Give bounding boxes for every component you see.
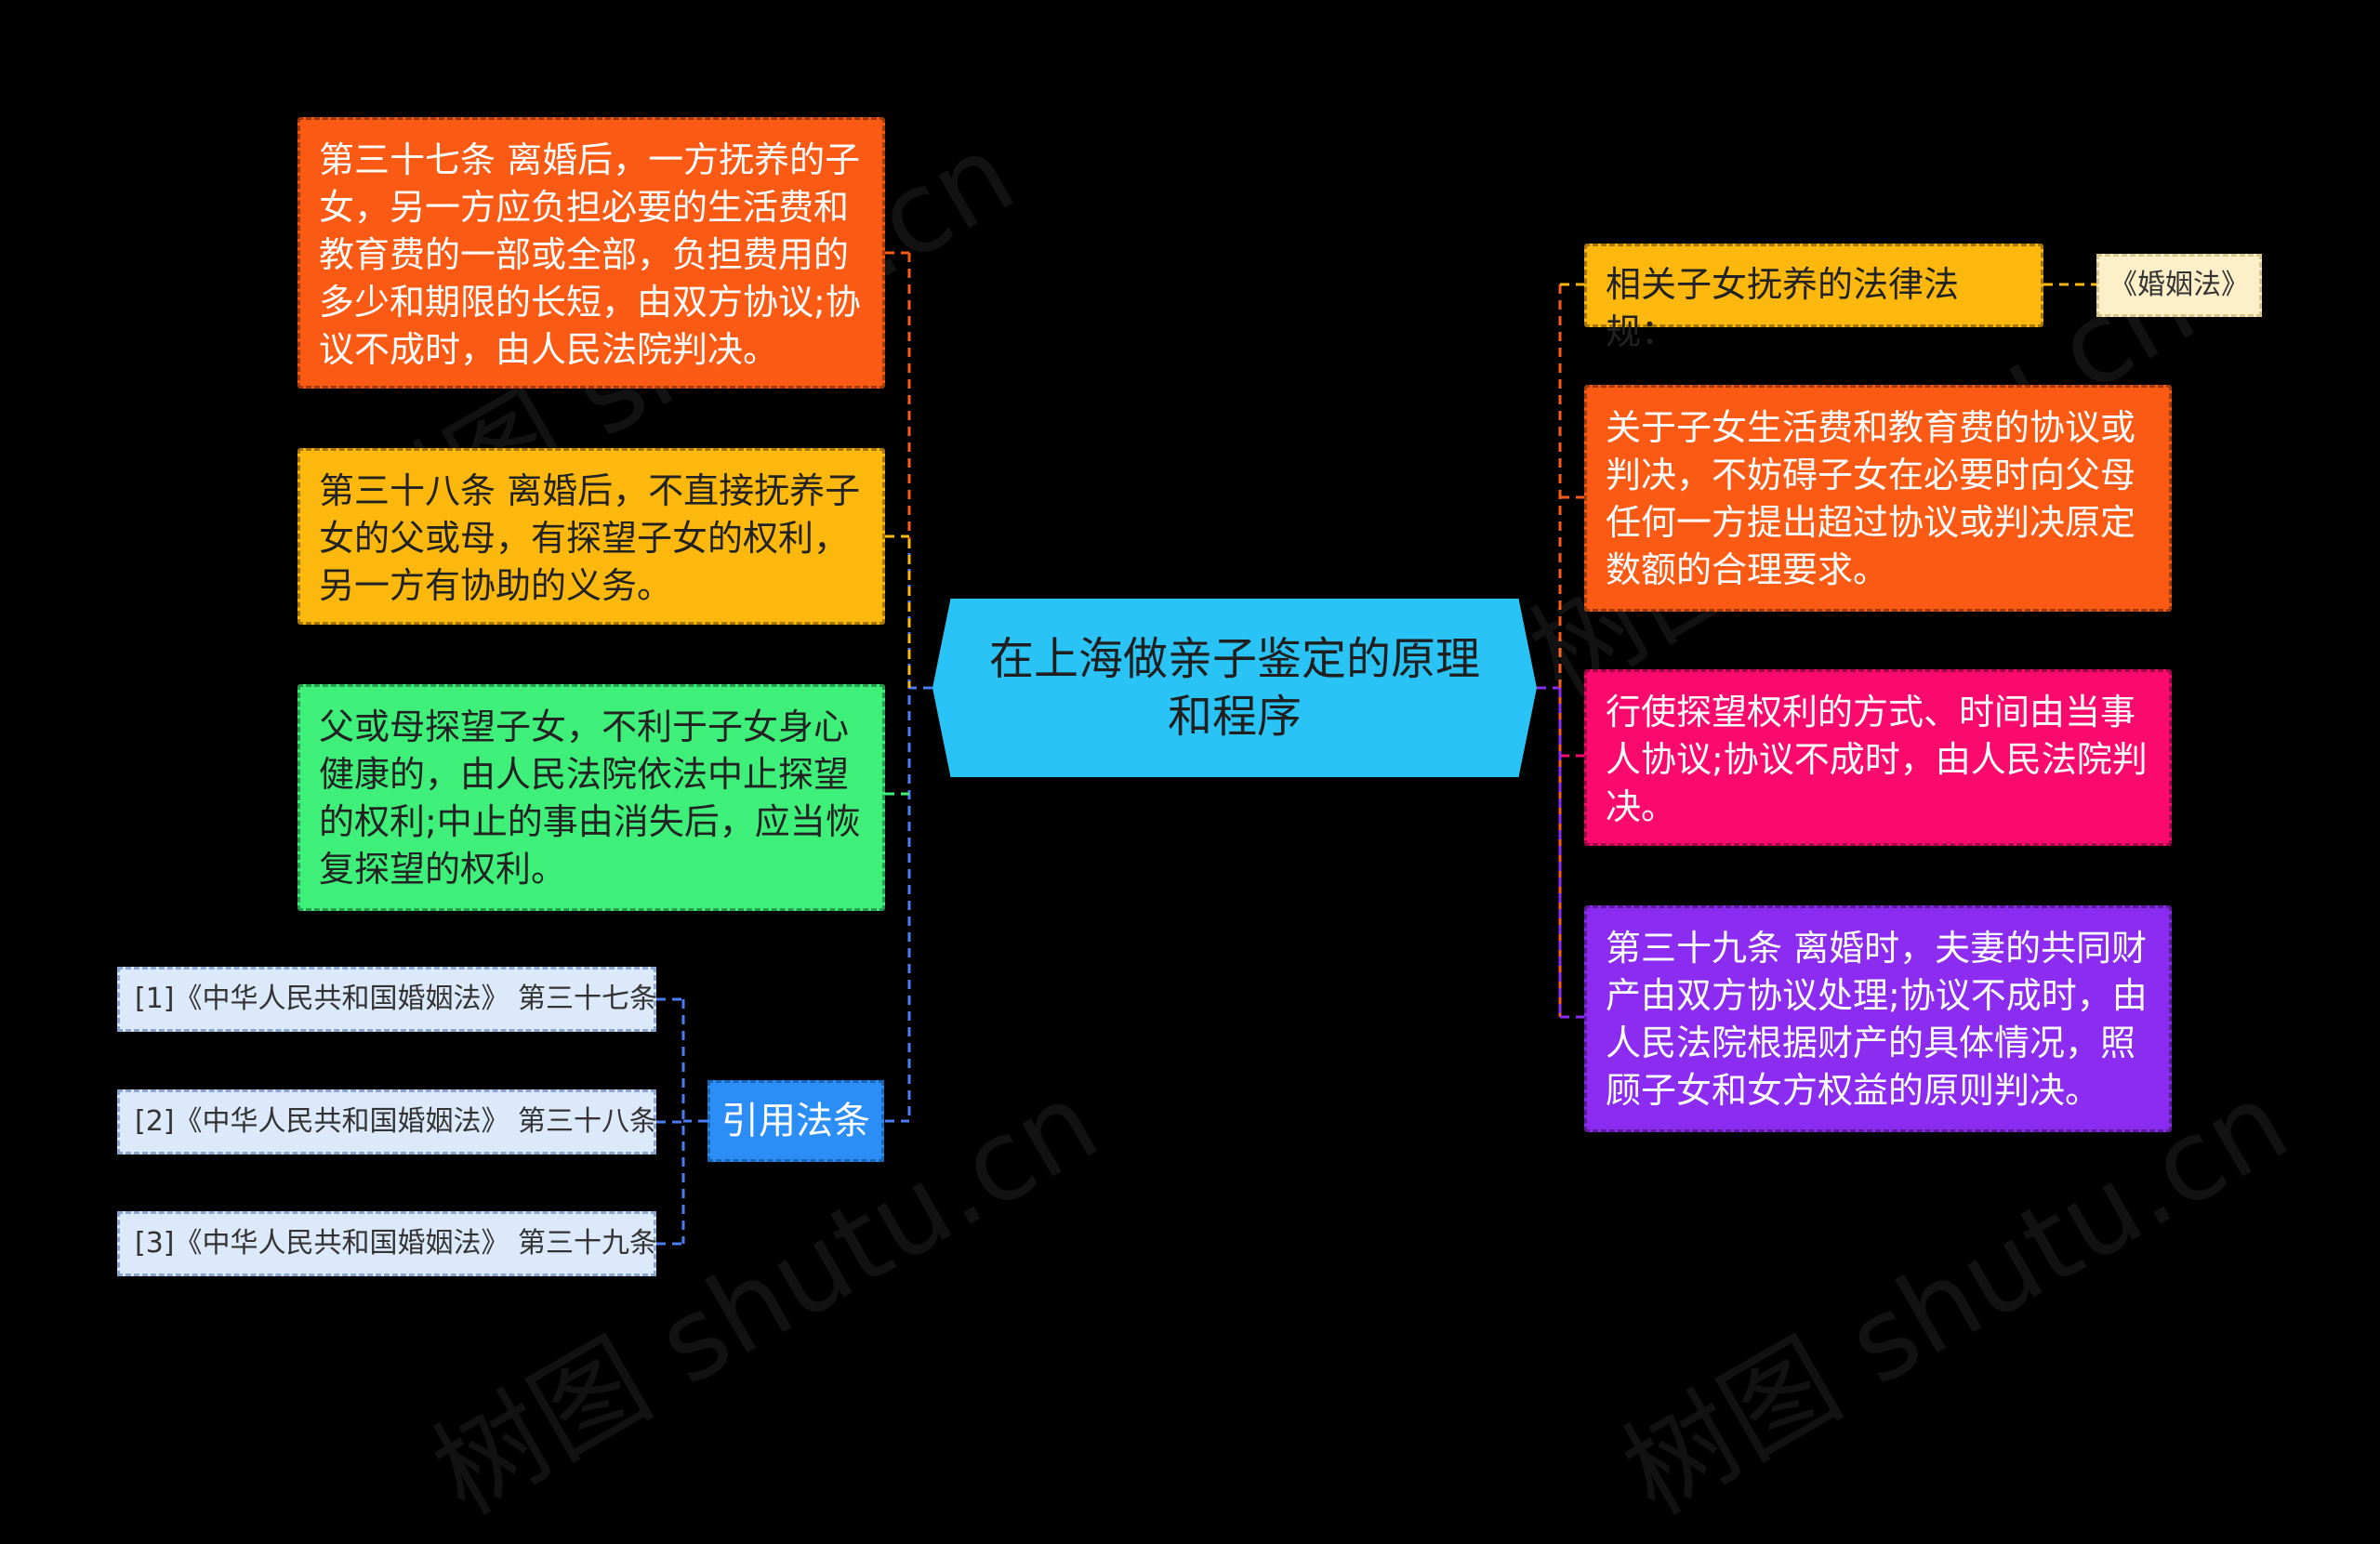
right-node-article-39[interactable]: 第三十九条 离婚时，夫妻的共同财产由双方协议处理;协议不成时，由人民法院根据财产… bbox=[1584, 905, 2172, 1132]
right-node-visitation-method[interactable]: 行使探望权利的方式、时间由当事人协议;协议不成时，由人民法院判决。 bbox=[1584, 669, 2172, 846]
reference-item[interactable]: [1]《中华人民共和国婚姻法》 第三十七条 bbox=[117, 967, 657, 1032]
left-node-visitation-suspension[interactable]: 父或母探望子女，不利于子女身心健康的，由人民法院依法中止探望的权利;中止的事由消… bbox=[298, 684, 885, 911]
connector-lines bbox=[656, 251, 2096, 1246]
reference-item[interactable]: [3]《中华人民共和国婚姻法》 第三十九条 bbox=[117, 1211, 657, 1276]
cite-articles-node[interactable]: 引用法条 bbox=[707, 1080, 884, 1162]
left-node-article-38[interactable]: 第三十八条 离婚后，不直接抚养子女的父或母，有探望子女的权利，另一方有协助的义务… bbox=[298, 448, 885, 625]
right-node-related-laws[interactable]: 相关子女抚养的法律法规： bbox=[1584, 244, 2043, 352]
reference-item[interactable]: [2]《中华人民共和国婚姻法》 第三十八条 bbox=[117, 1089, 657, 1155]
central-topic[interactable]: 在上海做亲子鉴定的原理和程序 bbox=[932, 599, 1537, 777]
left-node-article-37[interactable]: 第三十七条 离婚后，一方抚养的子女，另一方应负担必要的生活费和教育费的一部或全部… bbox=[298, 117, 885, 389]
right-node-living-expenses[interactable]: 关于子女生活费和教育费的协议或判决，不妨碍子女在必要时向父母任何一方提出超过协议… bbox=[1584, 385, 2172, 612]
law-name-node[interactable]: 《婚姻法》 bbox=[2096, 254, 2262, 317]
